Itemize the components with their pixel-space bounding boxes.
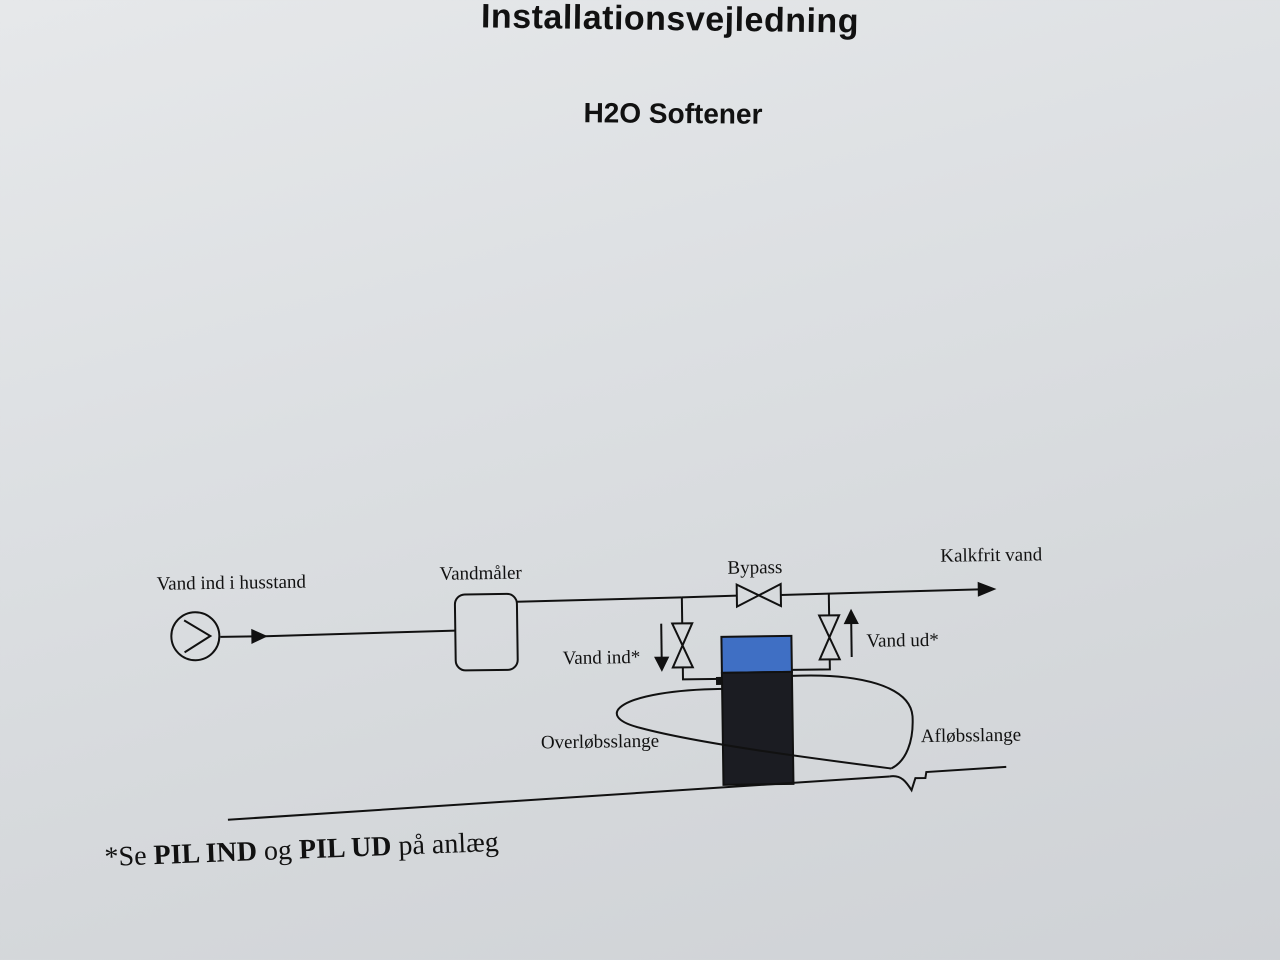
drain-hose <box>791 674 914 770</box>
footnote-and: og <box>256 834 300 868</box>
label-water-out: Vand ud* <box>866 630 939 652</box>
inlet-arrowhead <box>251 628 268 644</box>
pump-symbol <box>170 611 221 662</box>
floor-drain <box>889 765 1007 793</box>
outlet-valve-symbol <box>817 614 842 661</box>
softener-inlet-port <box>715 676 723 685</box>
water-in-arrow-line <box>660 623 663 662</box>
water-in-arrowhead <box>654 656 670 672</box>
soft-water-arrowhead <box>977 581 997 597</box>
label-bypass: Bypass <box>727 557 782 579</box>
inlet-feed-pipe <box>681 667 723 681</box>
label-water-meter: Vandmåler <box>439 563 522 585</box>
inlet-valve-symbol <box>670 622 695 669</box>
meter-outlet-pipe <box>516 596 682 603</box>
footnote-suffix: på anlæg <box>390 826 500 862</box>
label-overflow-hose: Overløbsslange <box>541 731 659 754</box>
outlet-return-pipe <box>791 659 831 671</box>
soft-water-pipe <box>780 588 984 597</box>
overflow-hose <box>616 687 892 770</box>
softener-brine-tank <box>720 634 793 674</box>
label-drain-hose: Afløbsslange <box>921 725 1022 747</box>
footnote-prefix: *Se <box>104 840 155 873</box>
water-meter-box <box>453 592 519 672</box>
softener-resin-tank <box>720 670 795 786</box>
water-out-arrow-line <box>850 619 853 658</box>
bypass-valve-symbol <box>735 582 783 609</box>
label-water-in-house: Vand ind i husstand <box>156 572 306 595</box>
bypass-pipe-left <box>681 594 737 599</box>
floor-line <box>227 775 890 821</box>
footnote-pil-ind: PIL IND <box>152 836 258 872</box>
supply-pipe <box>265 629 456 638</box>
water-out-arrowhead <box>843 608 859 625</box>
label-soft-water: Kalkfrit vand <box>940 544 1043 566</box>
label-water-in: Vand ind* <box>563 647 641 669</box>
footnote-pil-ud: PIL UD <box>298 830 393 866</box>
